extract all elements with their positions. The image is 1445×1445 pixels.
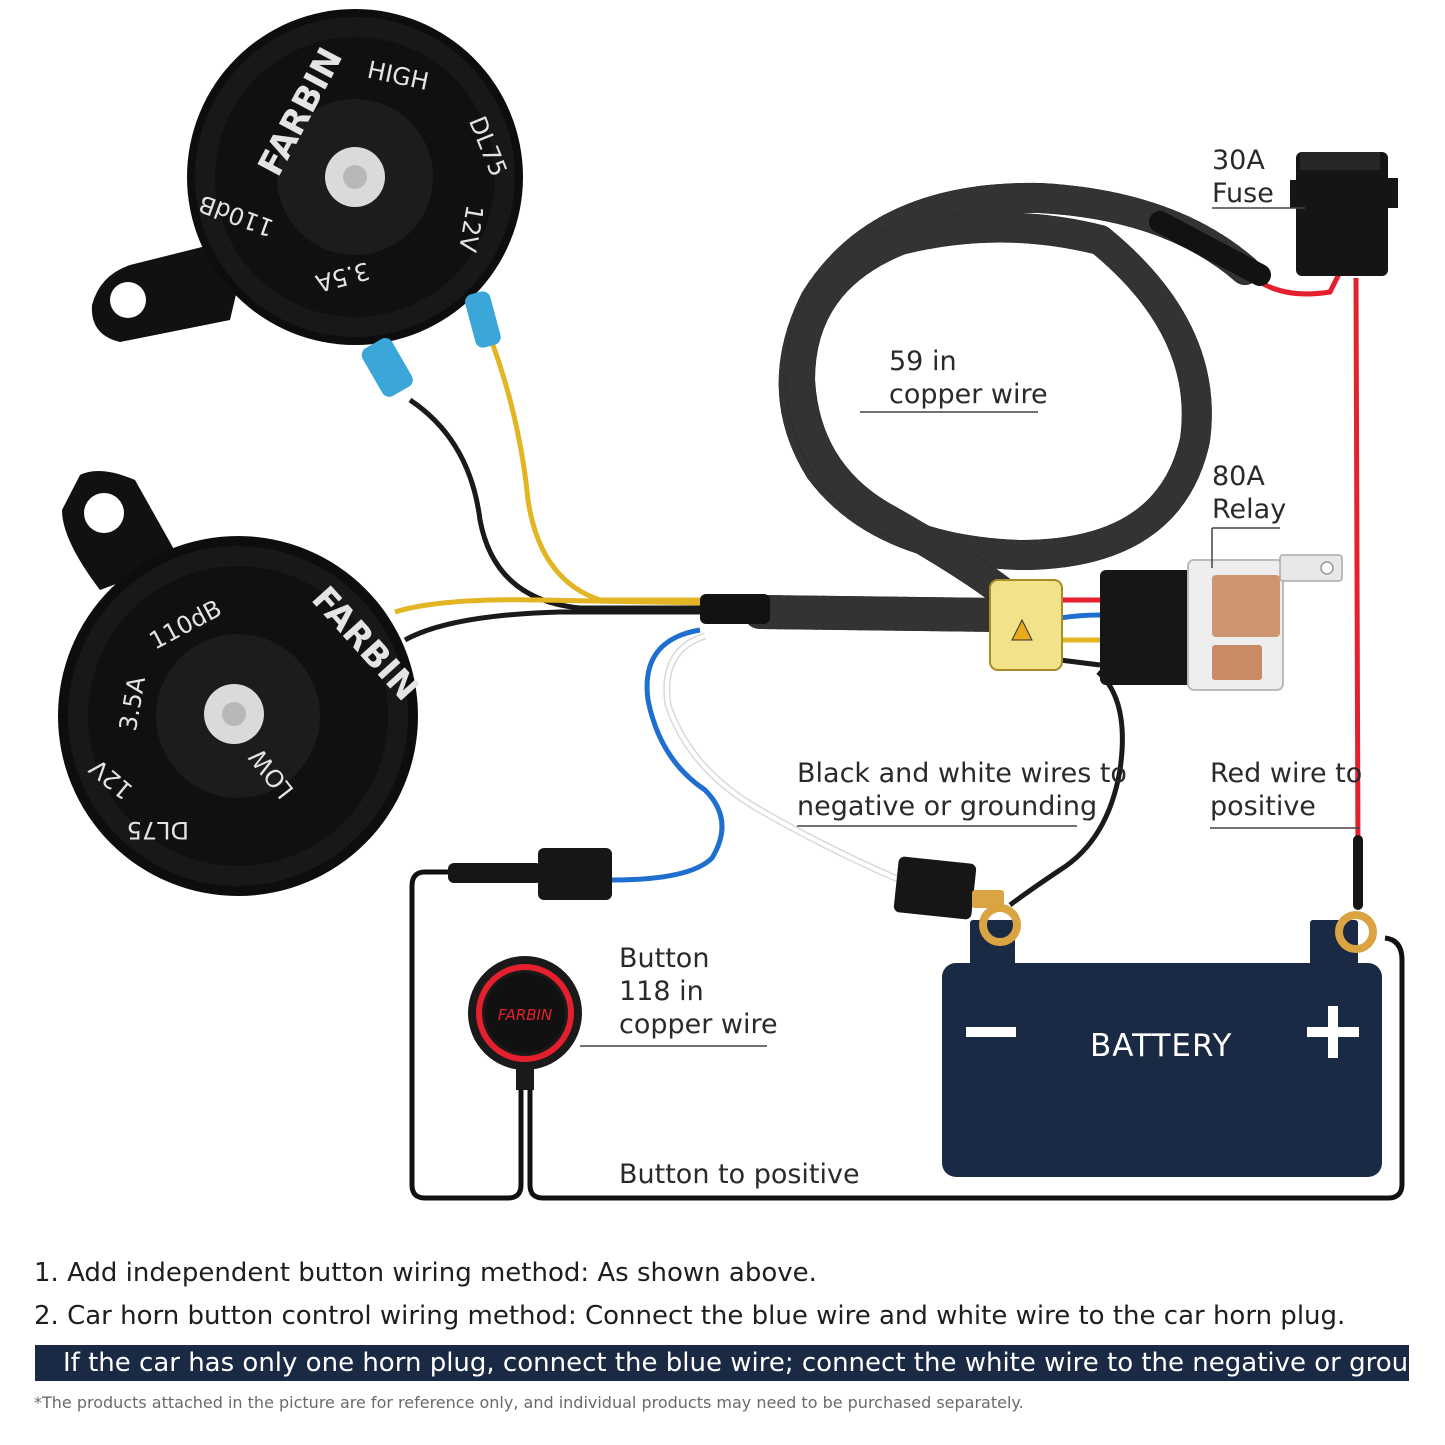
ground-label-line2: negative or grounding — [797, 791, 1098, 822]
negative-ring-terminal — [979, 904, 1021, 946]
positive-ring-terminal — [1335, 911, 1377, 953]
disclaimer: *The products attached in the picture ar… — [34, 1393, 1024, 1412]
red-wire — [1353, 277, 1361, 861]
button-label-line3: copper wire — [619, 1009, 778, 1040]
horn-low-text-4: DL75 — [127, 816, 189, 844]
horn-black-wire-low — [403, 609, 705, 643]
button-positive-wire-b — [527, 935, 1405, 1201]
button-positive-wire — [409, 869, 524, 1201]
corrugated-wire-loom — [743, 182, 1260, 632]
relay-label-line1: 80A — [1212, 461, 1265, 492]
horn-button[interactable]: FARBIN — [468, 956, 582, 1090]
horn-high — [91, 9, 523, 397]
highlight-note: If the car has only one horn plug, conne… — [35, 1345, 1409, 1381]
white-wire-connector — [893, 856, 1004, 920]
copper-wire-label-line2: copper wire — [889, 379, 1048, 410]
ground-label-line1: Black and white wires to — [797, 758, 1127, 789]
white-wire-core — [664, 634, 901, 882]
copper-wire-label-line1: 59 in — [889, 346, 957, 377]
fuse-label-line1: 30A — [1212, 145, 1265, 176]
relay-label-line2: Relay — [1212, 494, 1287, 525]
note-2: 2. Car horn button control wiring method… — [34, 1301, 1346, 1331]
button-label-line2: 118 in — [619, 976, 704, 1007]
fuse-heat-shrink — [1149, 211, 1271, 286]
relay — [1059, 554, 1343, 691]
horn-low — [58, 471, 418, 896]
battery-label: BATTERY — [1090, 1028, 1233, 1064]
red-wire-label-line2: positive — [1210, 791, 1316, 822]
warning-label-sleeve — [989, 579, 1063, 671]
button-brand: FARBIN — [498, 1006, 552, 1024]
fuse-holder — [1290, 152, 1398, 276]
label-leader-lines — [580, 207, 1360, 1047]
blue-wire-connector — [448, 848, 612, 900]
fuse-label-line2: Fuse — [1212, 178, 1274, 209]
battery — [942, 920, 1382, 1177]
blue-wire — [611, 627, 725, 883]
button-positive-label: Button to positive — [619, 1159, 860, 1190]
heat-shrink-sleeve — [700, 594, 770, 624]
button-label-line1: Button — [619, 943, 710, 974]
horn-yellow-wire-high — [490, 344, 705, 603]
red-wire-label-line1: Red wire to — [1210, 758, 1363, 789]
black-ground-wire — [1008, 670, 1125, 908]
horn-yellow-wire-low — [394, 597, 706, 615]
note-1: 1. Add independent button wiring method:… — [34, 1258, 817, 1288]
horn-black-wire-high — [408, 397, 705, 611]
